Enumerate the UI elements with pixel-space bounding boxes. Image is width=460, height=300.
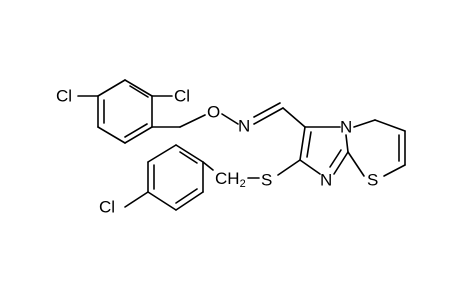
thioether-sulfur-label: S	[261, 171, 272, 190]
chlorine-label: Cl	[174, 87, 190, 106]
bond-double-inner	[175, 188, 198, 204]
bond-double-inner	[179, 151, 198, 164]
bond	[97, 79, 126, 97]
dichlorophenyl-ring	[97, 79, 153, 144]
bond	[374, 119, 406, 132]
chlorine-label: Cl	[56, 87, 72, 106]
bond-double-inner	[329, 149, 342, 168]
imine-nitrogen-label: N	[320, 171, 332, 190]
oxygen-label: O	[207, 103, 220, 122]
bond	[299, 159, 321, 175]
bond	[175, 191, 204, 211]
bond	[383, 164, 406, 177]
bond	[124, 126, 153, 144]
bond-double-inner	[129, 85, 149, 98]
bond	[97, 126, 126, 144]
bond-n-ch	[253, 107, 284, 125]
ring-nitrogen-label: N	[340, 118, 352, 137]
chlorine-label: Cl	[99, 198, 115, 217]
bond	[147, 191, 177, 211]
bond-ch2-o	[179, 114, 206, 128]
bond-o-n	[221, 113, 239, 125]
bond	[333, 151, 349, 175]
ch2-subscript: 2	[240, 178, 246, 190]
thiazole-ring	[347, 119, 406, 177]
bond	[175, 144, 204, 163]
imidazole-ring	[299, 126, 349, 175]
bond	[353, 119, 376, 128]
bond	[345, 134, 349, 153]
ring-sulfur-label: S	[367, 171, 378, 190]
bond-ch2-ring	[202, 161, 214, 171]
bond	[347, 151, 365, 177]
bond-double-inner	[124, 123, 148, 138]
bond-double-inner	[253, 102, 281, 118]
bond-double-inner	[306, 131, 312, 158]
chlorophenyl-ring	[147, 144, 204, 211]
bond	[147, 144, 177, 163]
ch2-main: CH	[215, 169, 240, 188]
bond	[299, 126, 306, 161]
bond-to-cl	[124, 191, 149, 208]
bond-c-s	[277, 159, 301, 176]
oxime-nitrogen-label: N	[238, 117, 250, 136]
ch2-label: CH2	[215, 169, 246, 191]
bond	[124, 79, 153, 97]
bond-ch-ring	[282, 107, 306, 128]
